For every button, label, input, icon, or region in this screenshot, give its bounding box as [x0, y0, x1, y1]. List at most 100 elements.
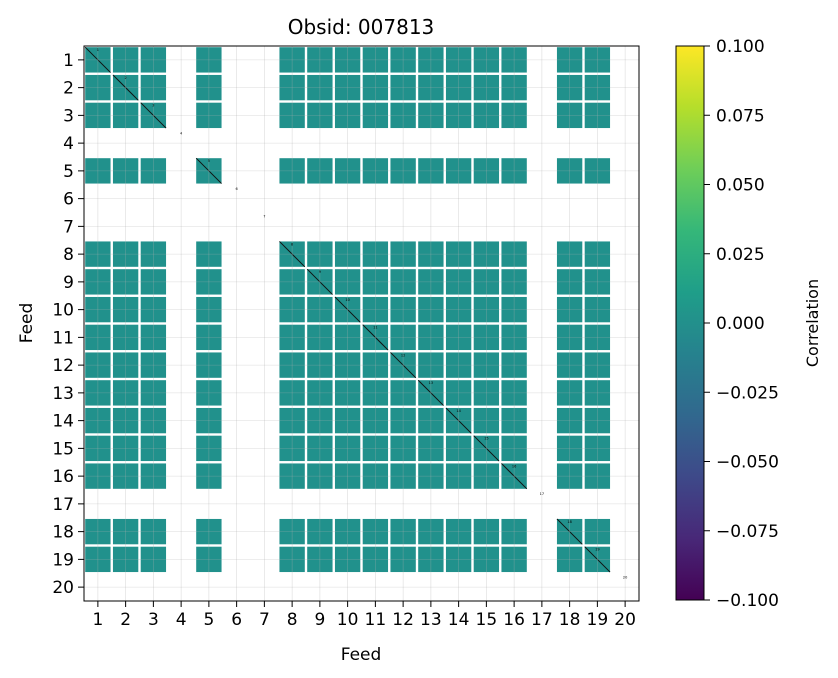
y-tick-label: 11 [52, 328, 74, 348]
heatmap-cell [140, 546, 167, 573]
heatmap-cell [362, 158, 389, 184]
heatmap-cell [85, 158, 111, 184]
heatmap-cell [279, 324, 305, 351]
heatmap-cell [85, 296, 111, 323]
heatmap-cell [556, 47, 583, 73]
diagonal-feed-label: 12 [401, 353, 405, 357]
colorbar: 0.1000.0750.0500.0250.000−0.025−0.050−0.… [675, 37, 822, 611]
colorbar-tick-label: 0.000 [716, 314, 765, 334]
heatmap-cell [334, 546, 361, 573]
heatmap-cell [279, 269, 305, 295]
heatmap-cell [334, 47, 361, 73]
heatmap-cell [501, 407, 527, 434]
heatmap-cell [501, 546, 527, 573]
heatmap-cell [85, 463, 111, 489]
diagonal-cell-mark [473, 435, 500, 462]
heatmap-cell [418, 435, 444, 462]
heatmap-cell [445, 463, 472, 489]
y-tick-label: 17 [52, 495, 74, 515]
heatmap-cell [473, 269, 500, 295]
heatmap-cell [584, 352, 611, 378]
y-tick-label: 3 [63, 106, 74, 126]
x-tick-label: 6 [231, 610, 242, 630]
heatmap-cell [418, 74, 444, 101]
heatmap-cell [112, 158, 139, 184]
x-tick-label: 2 [120, 610, 131, 630]
y-tick-label: 19 [52, 550, 74, 570]
heatmap-cell [196, 435, 222, 462]
heatmap-cell [362, 407, 389, 434]
heatmap-cell [501, 102, 527, 129]
heatmap-cell [390, 518, 416, 545]
x-tick-label: 11 [365, 610, 387, 630]
heatmap-cell [556, 380, 583, 406]
heatmap-cell [501, 74, 527, 101]
x-tick-label: 8 [287, 610, 298, 630]
heatmap-cell [362, 463, 389, 489]
heatmap-cell [390, 380, 416, 406]
heatmap-cell [473, 102, 500, 129]
heatmap-cell [473, 407, 500, 434]
heatmap-cell [473, 324, 500, 351]
heatmap-cell [501, 269, 527, 295]
heatmap-cell [473, 74, 500, 101]
heatmap-cell [334, 352, 361, 378]
heatmap-cell [556, 352, 583, 378]
diagonal-cell-mark [306, 268, 333, 295]
diagonal-feed-label: 3 [152, 104, 154, 108]
heatmap-cell [362, 352, 389, 378]
heatmap-cell [556, 74, 583, 101]
heatmap-cell [390, 324, 416, 351]
heatmap-cell [445, 352, 472, 378]
heatmap-cell [196, 74, 222, 101]
x-tick-label: 5 [203, 610, 214, 630]
x-axis-label: Feed [341, 645, 382, 665]
heatmap-cell [334, 435, 361, 462]
heatmap-cell [390, 407, 416, 434]
heatmap-cell [390, 158, 416, 184]
colorbar-tick-label: −0.025 [716, 383, 779, 403]
heatmap-cell [362, 102, 389, 129]
diagonal-cell-mark [556, 518, 583, 545]
diagonal-feed-label: 16 [512, 464, 516, 468]
y-tick-label: 7 [63, 217, 74, 237]
heatmap-cell [196, 47, 222, 73]
heatmap-cell [279, 546, 305, 573]
heatmap-cell [556, 296, 583, 323]
heatmap-cell [418, 102, 444, 129]
heatmap-cell [584, 324, 611, 351]
plot-frame [83, 45, 640, 602]
heatmap-cell [362, 269, 389, 295]
heatmap-cell [112, 241, 139, 267]
heatmap-cell [196, 380, 222, 406]
diagonal-cell-mark [112, 74, 139, 101]
diagonal-cell-mark [417, 379, 444, 406]
heatmap-cell [196, 518, 222, 545]
x-tick-label: 10 [337, 610, 359, 630]
heatmap-cell [85, 407, 111, 434]
heatmap-cell [584, 518, 611, 545]
heatmap-cell [307, 435, 333, 462]
heatmap-cell [85, 435, 111, 462]
heatmap-cell [473, 546, 500, 573]
heatmap-cell [307, 102, 333, 129]
diagonal-cell-mark [334, 296, 361, 323]
colorbar-tick-label: 0.025 [716, 245, 765, 265]
diagonal-cell-mark [140, 102, 167, 129]
diagonal-feed-label: 8 [291, 242, 293, 246]
heatmap-cell [279, 296, 305, 323]
heatmap-cell [584, 296, 611, 323]
heatmap-cell [140, 47, 167, 73]
heatmap-cell [279, 518, 305, 545]
x-tick-label: 15 [476, 610, 498, 630]
heatmap-cell [112, 435, 139, 462]
heatmap-cell [362, 74, 389, 101]
heatmap-cell [390, 435, 416, 462]
heatmap-cell [85, 102, 111, 129]
diagonal-feed-label: 2 [125, 76, 127, 80]
y-tick-label: 15 [52, 439, 74, 459]
heatmap-cell [418, 269, 444, 295]
